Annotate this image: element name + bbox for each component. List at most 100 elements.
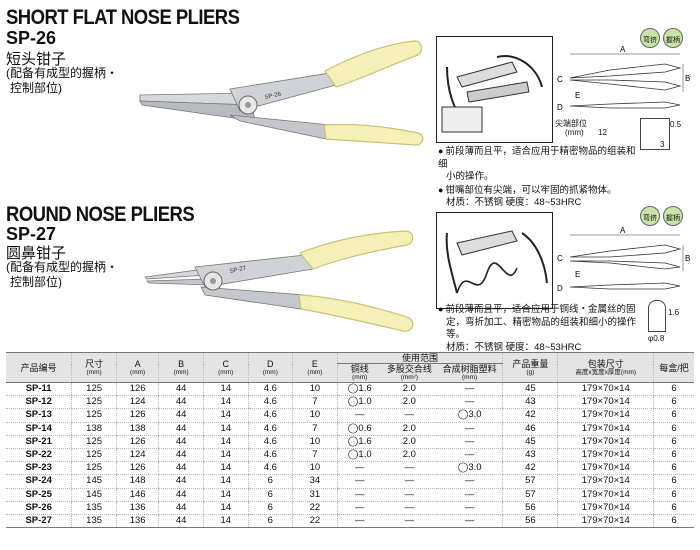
- table-cell: 56: [502, 514, 558, 529]
- table-cell: 22: [292, 514, 338, 529]
- section2-note1: 前段薄而且平，适合应用于铜线・金属丝的固: [445, 304, 636, 315]
- table-cell: 14: [202, 422, 249, 436]
- table-cell: 6: [247, 501, 293, 515]
- table-cell: —: [336, 474, 382, 489]
- section1-dim-a: A: [620, 45, 626, 54]
- table-cell-model: SP-22: [6, 448, 72, 463]
- section1-sub2: 控制部位): [10, 81, 62, 95]
- table-cell: 6: [653, 474, 694, 489]
- table-cell: 14: [202, 461, 249, 476]
- th-b: B(mm): [158, 352, 204, 383]
- table-cell: 6: [653, 448, 694, 463]
- table-cell: 179×70×14: [557, 395, 654, 410]
- table-cell: 44: [158, 474, 204, 489]
- table-cell: 6: [653, 435, 694, 449]
- table-cell: 44: [158, 422, 204, 436]
- table-cell: 125: [71, 408, 117, 423]
- table-cell: 6: [653, 382, 694, 397]
- section2-tip-profile: [648, 300, 666, 332]
- section1-tool-stamp: SP-26: [264, 91, 282, 100]
- section1-dim-e: E: [575, 91, 580, 100]
- table-cell: 179×70×14: [557, 474, 654, 489]
- section2-dimension-drawing: A B C E D: [557, 226, 690, 293]
- section1-note1: 前段薄而且平，适合应用于精密物品的组装和细: [438, 146, 636, 170]
- table-cell: 148: [115, 474, 159, 489]
- th-model: 产品编号: [6, 352, 72, 383]
- section2-sub1: (配备有成型的握柄・: [6, 260, 118, 274]
- table-cell: 7: [292, 448, 338, 463]
- table-cell: 10: [292, 435, 338, 449]
- section2-model: SP-27: [6, 224, 57, 244]
- section2-badge-left: 弯挤: [640, 206, 660, 226]
- section1-tip-profile: [640, 118, 670, 150]
- table-cell: —: [436, 474, 503, 489]
- table-cell: 126: [115, 435, 159, 449]
- table-cell: 179×70×14: [557, 488, 654, 502]
- table-cell: 124: [115, 395, 159, 410]
- table-cell: ◯3.0: [436, 461, 503, 476]
- section1-dim-d: D: [557, 103, 563, 112]
- table-cell: 22: [292, 501, 338, 515]
- table-cell: 4.6: [247, 395, 293, 410]
- section1-badge-left: 弯挤: [640, 28, 660, 48]
- section2-side-dim1: 1.6: [668, 308, 680, 317]
- section1-material: 材质：不锈钢 硬度：48~53HRC: [446, 197, 582, 208]
- section2-dim-e: E: [575, 270, 580, 279]
- section2-dim-d: D: [557, 284, 563, 293]
- th-a: A(mm): [115, 352, 159, 383]
- th-c: C(mm): [202, 352, 249, 383]
- table-cell: —: [381, 461, 437, 476]
- section2-name: 圆鼻钳子: [6, 245, 67, 262]
- table-cell: —: [381, 501, 437, 515]
- table-cell-model: SP-26: [6, 501, 72, 515]
- table-cell: 4.6: [247, 382, 293, 397]
- table-cell: 10: [292, 382, 338, 397]
- section2-pliers-image: SP-27: [144, 230, 414, 332]
- section2-title: ROUND NOSE PLIERS: [6, 203, 195, 226]
- table-cell: —: [336, 461, 382, 476]
- section1-pliers-image: SP-26: [139, 40, 424, 146]
- section1-dim-c: C: [557, 75, 563, 84]
- th-perbox: 每盒/把: [653, 352, 694, 383]
- section1-name: 短头钳子: [6, 51, 67, 68]
- table-cell: 125: [71, 448, 117, 463]
- table-cell: 179×70×14: [557, 514, 654, 529]
- th-resin: 合成树脂塑料(mm): [436, 363, 503, 383]
- section1-tip-label: 尖端部位: [555, 119, 587, 128]
- section2-tool-stamp: SP-27: [229, 265, 247, 274]
- table-cell-model: SP-13: [6, 408, 72, 423]
- table-cell: —: [381, 488, 437, 502]
- table-cell: 126: [115, 461, 159, 476]
- table-cell: 14: [202, 448, 249, 463]
- section1-side-dim1: 0.5: [670, 120, 682, 129]
- section1-dim-b: B: [685, 74, 690, 83]
- section1-usage-photo: [436, 36, 553, 143]
- th-pack: 包装尺寸高度x宽度x厚度(mm): [557, 352, 654, 383]
- table-cell-model: SP-12: [6, 395, 72, 410]
- table-cell: 124: [115, 448, 159, 463]
- table-cell: 14: [202, 395, 249, 410]
- table-cell: 179×70×14: [557, 435, 654, 449]
- table-cell: 6: [653, 408, 694, 423]
- table-cell: 57: [502, 488, 558, 502]
- table-cell: 136: [115, 514, 159, 529]
- table-cell-model: SP-25: [6, 488, 72, 502]
- table-cell: 145: [71, 488, 117, 502]
- section2-dim-a: A: [620, 226, 626, 235]
- table-cell: 179×70×14: [557, 408, 654, 423]
- table-cell: 126: [115, 408, 159, 423]
- table-cell: 57: [502, 474, 558, 489]
- table-cell: 44: [158, 408, 204, 423]
- table-cell: —: [381, 408, 437, 423]
- section1-model: SP-26: [6, 28, 57, 48]
- table-cell: 14: [202, 488, 249, 502]
- table-cell: —: [336, 514, 382, 529]
- table-cell-model: SP-23: [6, 461, 72, 476]
- table-cell: 10: [292, 461, 338, 476]
